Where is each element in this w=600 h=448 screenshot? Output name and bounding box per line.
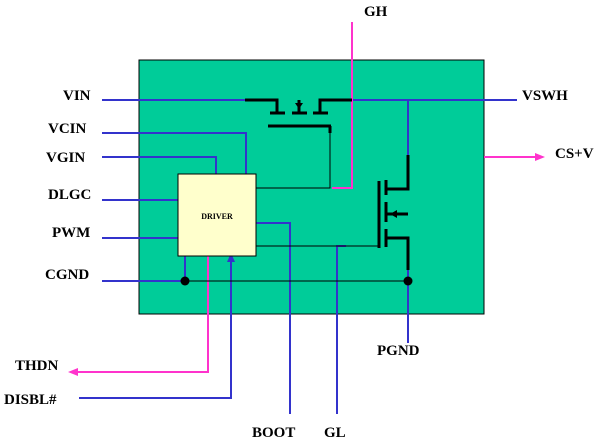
boot-wire: [256, 222, 291, 414]
high-side-mosfet: [245, 98, 352, 133]
label-vin: VIN: [63, 88, 91, 104]
label-disbl: DISBL#: [4, 392, 57, 408]
label-boot: BOOT: [252, 425, 295, 441]
hs-gate-wire: [256, 133, 331, 189]
driver-label: DRIVER: [201, 212, 233, 221]
label-gh: GH: [364, 4, 388, 20]
pgnd-junction-dot: [403, 276, 413, 286]
label-cgnd: CGND: [45, 267, 89, 283]
label-cs: CS+V: [555, 146, 594, 162]
low-side-body-arrow: [390, 210, 397, 218]
label-gl: GL: [324, 425, 346, 441]
cs-arrowhead: [535, 153, 545, 161]
disbl-arrowhead: [227, 253, 235, 262]
gh-wire: [332, 22, 353, 189]
label-vswh: VSWH: [522, 88, 568, 104]
disbl-wire: [79, 259, 232, 399]
internal-wires: [185, 133, 408, 282]
thdn-arrowhead: [68, 368, 78, 376]
label-vcin: VCIN: [48, 121, 87, 137]
cgnd-junction-dot: [180, 276, 190, 286]
blue-wires: [79, 99, 517, 414]
vcin-wire: [102, 132, 247, 174]
thdn-wire: [78, 256, 209, 373]
label-pwm: PWM: [52, 225, 90, 241]
label-pgnd: PGND: [377, 343, 420, 359]
label-vgin: VGIN: [46, 150, 85, 166]
vgin-wire: [102, 156, 217, 174]
label-thdn: THDN: [15, 358, 59, 374]
label-dlgc: DLGC: [48, 187, 91, 203]
driver-block: [177, 173, 257, 257]
high-side-body-arrow: [295, 103, 303, 109]
magenta-wires: [78, 22, 536, 373]
